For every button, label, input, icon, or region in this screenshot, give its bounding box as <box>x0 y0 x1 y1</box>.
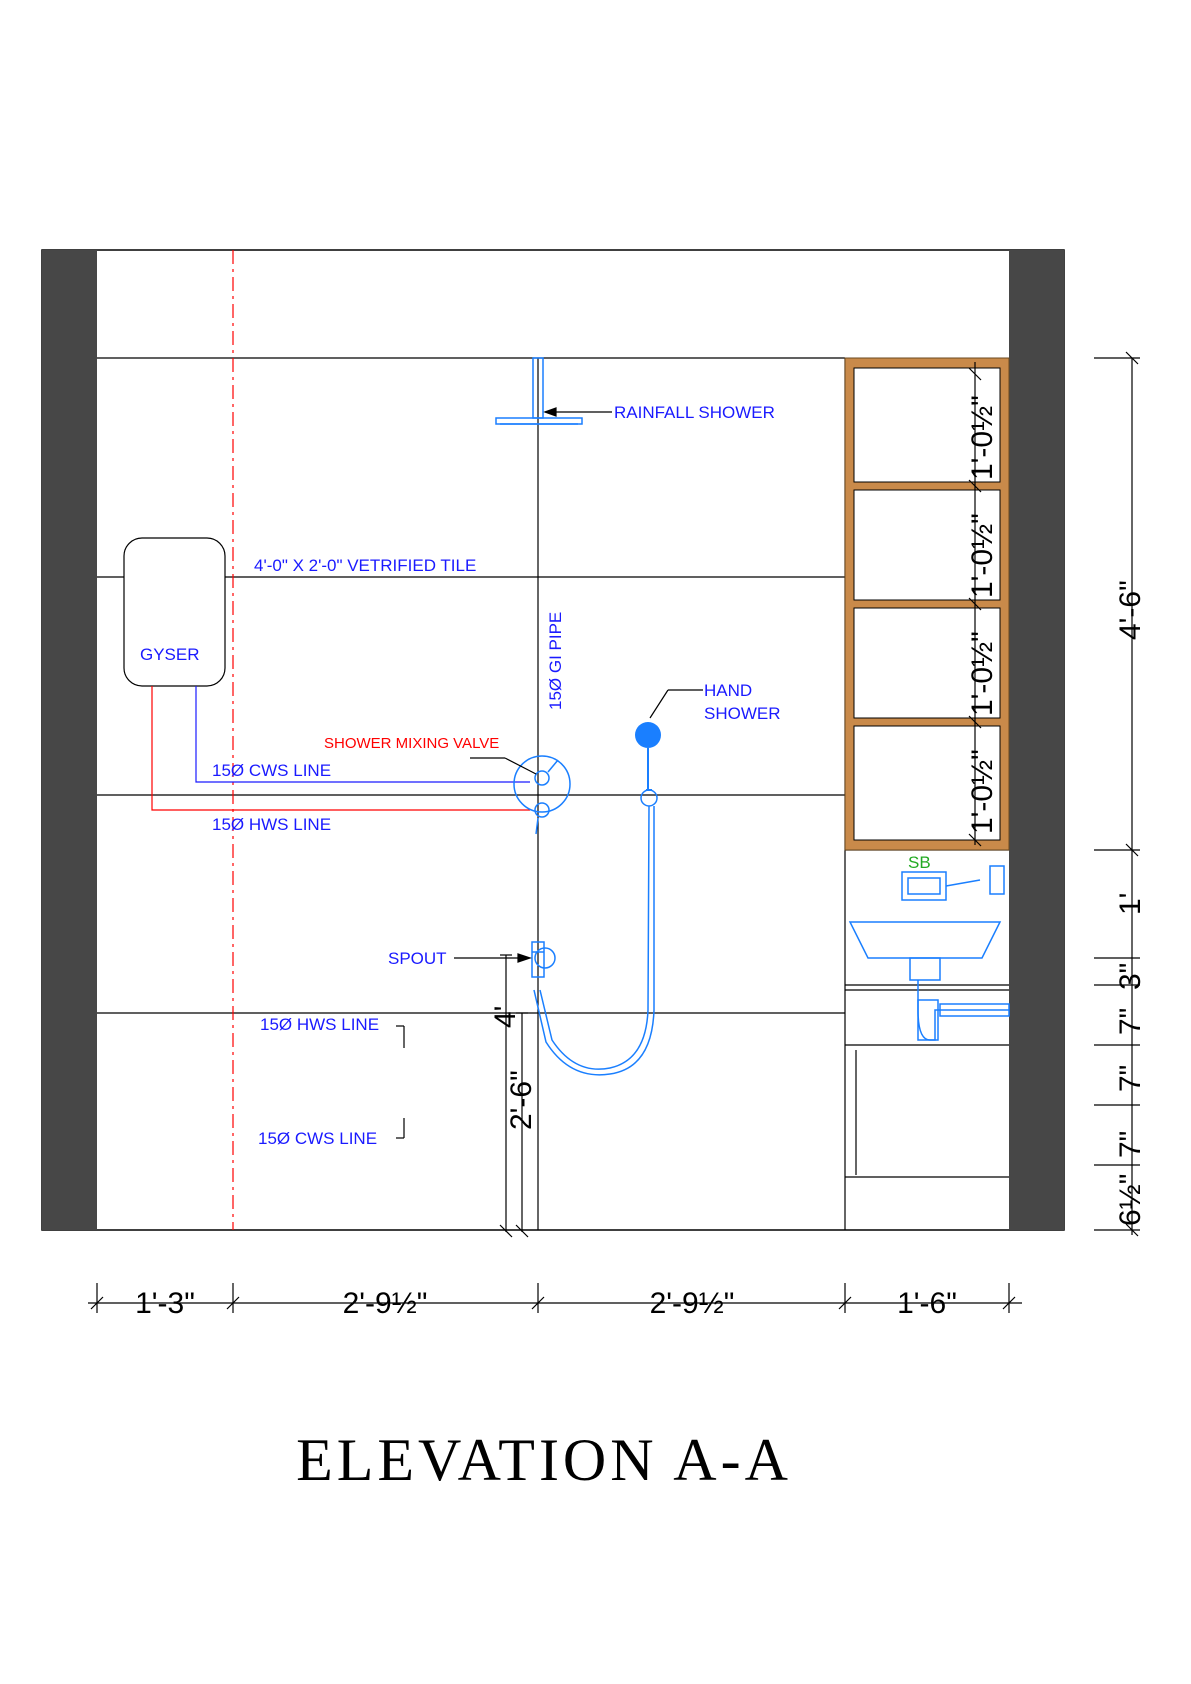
shelf-dim-2: 1'-0½" <box>966 513 999 598</box>
hws-line-upper <box>151 686 530 811</box>
right-dim-6: 6½" <box>1114 1174 1147 1226</box>
niche-shelf <box>844 357 1010 851</box>
bottom-dim-4: 1'-6" <box>897 1287 957 1320</box>
cws-line-upper <box>195 686 530 783</box>
hand-shower-icon <box>533 722 661 1076</box>
drawing-title: ELEVATION A-A <box>296 1427 792 1493</box>
rainfall-leader <box>543 407 612 417</box>
hws-line-lower-label: 15Ø HWS LINE <box>260 1015 379 1034</box>
switchboard-icon <box>901 865 1005 901</box>
wash-basin-icon <box>848 921 1010 1041</box>
right-dim-overall: 4'-6" <box>1114 580 1147 640</box>
rainfall-shower-label: RAINFALL SHOWER <box>614 403 775 422</box>
geyser-label: GYSER <box>140 645 200 664</box>
shelf-dim-1: 1'-0½" <box>966 395 999 480</box>
dim-2ft6: 2'-6" <box>505 1070 538 1130</box>
right-dim-1: 1' <box>1114 893 1147 915</box>
right-dim-3: 7" <box>1114 1008 1147 1035</box>
geyser-icon <box>123 537 226 687</box>
hand-shower-label-2: SHOWER <box>704 704 781 723</box>
rainfall-shower-icon <box>495 357 583 425</box>
mixing-valve-label: SHOWER MIXING VALVE <box>324 735 499 752</box>
mixing-valve-icon <box>513 755 571 835</box>
bottom-dim-2: 2'-9½" <box>343 1287 428 1320</box>
mixing-valve-leader <box>470 757 537 775</box>
right-dim-5: 7" <box>1114 1131 1147 1158</box>
spout-label: SPOUT <box>388 949 447 968</box>
bottom-dimension-line <box>88 1283 1022 1313</box>
switchboard-label: SB <box>908 853 931 872</box>
right-dim-4: 7" <box>1114 1065 1147 1092</box>
shelf-dim-4: 1'-0½" <box>966 749 999 834</box>
cws-line-lower-label: 15Ø CWS LINE <box>258 1129 377 1148</box>
tile-label: 4'-0" X 2'-0" VETRIFIED TILE <box>254 556 476 575</box>
shower-vertical-dims <box>499 954 529 1238</box>
hws-line-upper-label: 15Ø HWS LINE <box>212 815 331 834</box>
right-dimension-line <box>1094 351 1140 1237</box>
bottom-dim-3: 2'-9½" <box>650 1287 735 1320</box>
dim-4ft: 4' <box>489 1006 522 1028</box>
spout-leader <box>454 953 532 963</box>
spout-icon <box>531 941 556 978</box>
lower-line-leaders <box>396 1025 405 1139</box>
right-dim-2: 3" <box>1114 963 1147 990</box>
bottom-dim-1: 1'-3" <box>135 1287 195 1320</box>
shelf-dim-3: 1'-0½" <box>966 631 999 716</box>
hand-shower-label-1: HAND <box>704 681 752 700</box>
vanity-counter <box>845 984 1009 1178</box>
gi-pipe-label: 15Ø GI PIPE <box>546 612 565 710</box>
hand-shower-leader <box>649 689 703 719</box>
cws-line-upper-label: 15Ø CWS LINE <box>212 761 331 780</box>
right-wall <box>1009 250 1064 1230</box>
left-wall <box>42 250 97 1230</box>
shelf-dimension-line <box>968 362 982 847</box>
